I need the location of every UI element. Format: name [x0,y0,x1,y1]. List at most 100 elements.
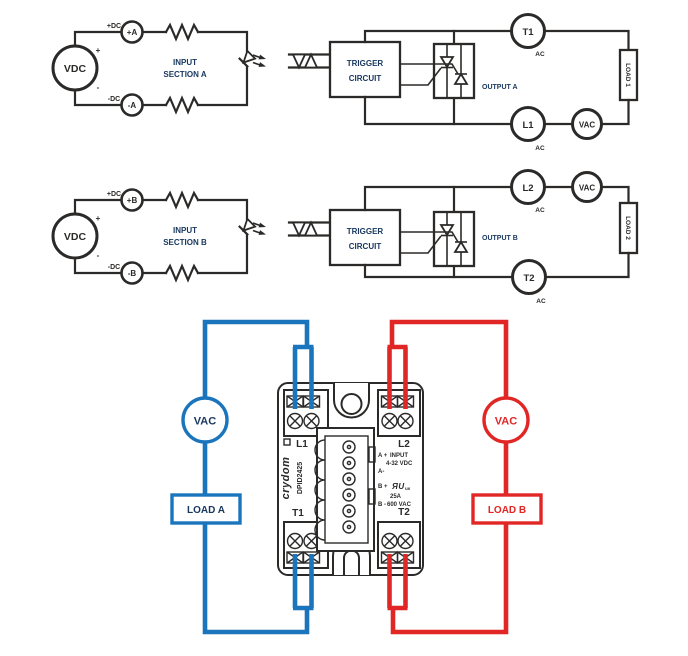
red-wire [389,319,509,398]
terminal-t1-label: T1 [522,27,534,38]
output-b-label: OUTPUT B [482,235,518,242]
output-a-label: OUTPUT A [482,84,518,91]
screw-icon [342,472,356,486]
screw-icon [286,532,304,550]
a-plus-label: A + [378,453,388,459]
input-section-b: VDC + - +DC +B -DC -B INPUT SECTION B [51,188,266,285]
wire [543,29,630,52]
terminal-t2-label: T2 [523,273,534,284]
input-voltage-label: 4-32 VDC [386,461,413,467]
wire [196,65,249,107]
wire [73,30,123,48]
trigger-circuit-b-box [328,208,402,267]
resistor-icon [164,22,200,42]
load-a-label: LOAD A [187,505,225,516]
output-section-b: TRIGGER CIRCUIT OUTPUT B L2 AC VAC LOAD … [287,169,639,305]
wire [363,263,514,279]
terminal-block-t2 [377,521,421,569]
led-window-icon [368,488,376,505]
trigger-b-label2: CIRCUIT [349,242,382,251]
brand-logo: crydom [280,457,292,500]
input-section-a: VDC + - +DC +A -DC -A INPUT SECTION A [51,20,266,117]
l1-ac-label: AC [535,145,545,152]
screw-icon [303,412,320,430]
vdc-a-plus-mark: + [96,46,101,55]
emission-arrow-icon [252,222,261,227]
led-window-icon [368,446,376,463]
wire [73,88,123,107]
blue-wire [202,319,310,398]
terminal-minus-a-label: -A [128,101,137,110]
terminal-minus-b-label: -B [128,269,137,278]
screw-icon [342,456,356,470]
screw-icon [342,488,356,502]
terminal-block-l2 [377,389,421,437]
wire [196,198,249,221]
blue-wire [202,523,310,635]
vdc-b-minus-mark: - [97,251,100,260]
cert-mark-icon [283,438,291,446]
input-connector [314,427,376,552]
trigger-gate-wire [400,231,459,243]
b-minus-label: B - [378,502,386,508]
relay-l1-label: L1 [296,439,308,450]
trigger-a-label1: TRIGGER [347,59,384,68]
emission-arrowhead-icon [258,222,266,228]
wire [600,185,630,205]
led-icon [238,49,257,68]
wire [196,30,249,53]
phototriac-icon [303,220,319,237]
phototriac-icon [291,221,307,238]
vdc-source-b-label: VDC [64,231,87,243]
ul-us-label: us [405,486,411,491]
scr-icon [439,56,455,69]
input-section-b-title2: SECTION B [163,238,207,247]
relay-t1-label: T1 [292,508,304,519]
mounting-slot-icon [343,549,360,575]
emission-arrow-icon [252,54,261,59]
relay-ratings-print: A + INPUT 4-32 VDC A- B + ЯU us 25A B - … [378,453,413,508]
emission-arrowhead-icon [258,62,266,67]
screw-icon [286,412,304,430]
output-section-a: TRIGGER CIRCUIT OUTPUT A T1 AC LOAD 1 VA… [287,13,639,152]
terminal-plus-a-label: +A [127,28,138,37]
terminal-t2-icon [511,259,547,295]
relay-l2-label: L2 [398,439,410,450]
terminal-l1-label: L1 [522,120,534,131]
mounting-hole-icon [340,393,363,415]
load2-label: LOAD 2 [624,216,631,240]
relay-module: L1 L2 T1 T2 crydom DPID2425 A + INPUT 4-… [277,382,424,576]
relay-model-label: DPID2425 [297,462,304,494]
output-b-triac-box [432,210,476,268]
screw-icon [397,412,414,430]
input-label: INPUT [390,453,408,459]
resistor-icon [164,95,200,115]
t1-ac-label: AC [535,51,545,58]
wire [363,95,513,126]
vac-a-label: VAC [194,416,216,428]
screw-icon [342,440,356,454]
terminal-l1-icon [510,106,546,142]
vdc-source-a-label: VDC [64,63,87,75]
b-plus-label: B + [378,484,388,490]
load-a-box [170,493,242,525]
vdc-a-minus-mark: - [97,83,100,92]
trigger-circuit-a-box [328,40,402,99]
wiring-circuit-a: VAC LOAD A [170,319,314,635]
trigger-gate-wire [400,63,459,75]
phototriac-icon [291,53,307,70]
input-section-a-title2: SECTION A [163,70,206,79]
ul-mark-icon: ЯU [391,482,405,491]
phototriac-icon [303,52,319,69]
wire [363,185,513,212]
relay-t2-label: T2 [398,507,410,518]
red-wire [390,523,509,635]
emission-arrow-icon [252,229,261,234]
screw-icon [381,532,398,550]
pos-dc-label-a: +DC [107,23,121,30]
vac-source-2-label: VAC [579,184,596,193]
vac-b-label: VAC [495,416,517,428]
emission-arrow-icon [252,61,261,66]
